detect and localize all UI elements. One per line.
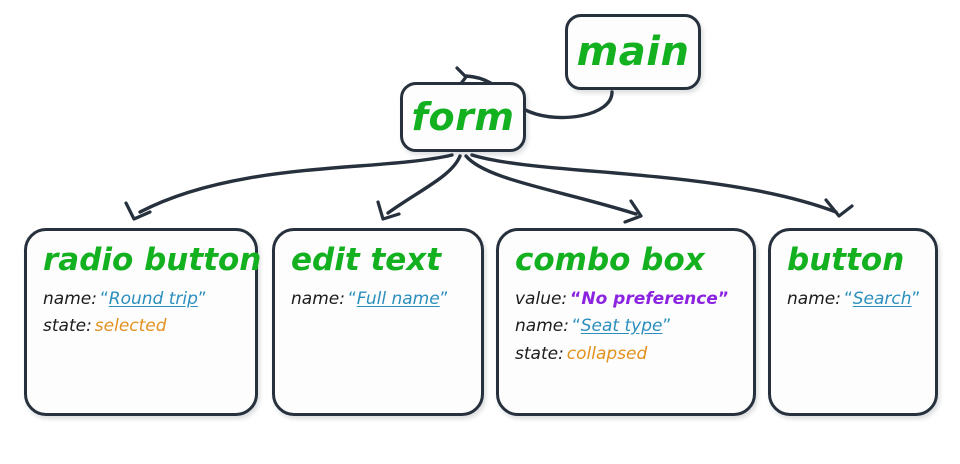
quote-open-glyph: “ xyxy=(570,288,582,309)
property-value-text: collapsed xyxy=(566,343,648,364)
property-value-text: Seat type xyxy=(580,316,663,337)
edge-form-to-edit-text xyxy=(376,154,462,221)
quote-close-glyph: ” xyxy=(197,288,207,309)
property-row: name:“Full name” xyxy=(291,286,465,314)
property-value-text: Search xyxy=(852,288,912,309)
node-title: combo box xyxy=(515,242,705,278)
property-key: state: xyxy=(43,316,92,337)
property-row: name:“Round trip” xyxy=(43,286,239,314)
edge-form-to-combo-box xyxy=(464,154,643,224)
node-main-label: main xyxy=(576,29,690,75)
property-value: “Full name” xyxy=(348,289,449,309)
property-row: value:“No preference” xyxy=(515,286,737,314)
property-key: state: xyxy=(515,343,564,364)
property-value: “Seat type” xyxy=(572,316,671,336)
node-title: edit text xyxy=(291,242,442,278)
node-form[interactable]: form xyxy=(400,82,526,152)
node-combo-box[interactable]: combo box value:“No preference”name:“Sea… xyxy=(496,228,756,416)
property-value: “Search” xyxy=(844,289,920,309)
edge-form-to-radio-button xyxy=(124,153,454,221)
node-properties: name:“Full name” xyxy=(291,286,465,314)
quote-open-glyph: “ xyxy=(571,316,581,337)
node-properties: name:“Search” xyxy=(787,286,920,314)
property-key: value: xyxy=(515,288,568,309)
property-key: name: xyxy=(43,288,97,309)
property-value: collapsed xyxy=(567,344,648,364)
quote-open-glyph: “ xyxy=(347,288,357,309)
property-value: “No preference” xyxy=(570,289,729,309)
property-key: name: xyxy=(787,288,841,309)
property-key: name: xyxy=(291,288,345,309)
property-value: “Round trip” xyxy=(100,289,207,309)
edge-form-to-button xyxy=(470,153,854,218)
quote-open-glyph: “ xyxy=(843,288,853,309)
property-value: selected xyxy=(95,316,167,336)
quote-close-glyph: ” xyxy=(911,288,921,309)
property-row: name:“Seat type” xyxy=(515,313,737,341)
node-title: radio button xyxy=(43,242,262,278)
quote-close-glyph: ” xyxy=(717,288,730,309)
node-properties: name:“Round trip”state:selected xyxy=(43,286,239,341)
node-main[interactable]: main xyxy=(565,14,701,90)
property-row: state:collapsed xyxy=(515,341,737,369)
node-radio-button[interactable]: radio button name:“Round trip”state:sele… xyxy=(24,228,262,416)
node-edit-text[interactable]: edit text name:“Full name” xyxy=(272,228,484,416)
property-value-text: selected xyxy=(94,316,167,337)
quote-close-glyph: ” xyxy=(439,288,449,309)
property-value-text: Round trip xyxy=(108,288,198,309)
property-value-text: Full name xyxy=(356,288,440,309)
quote-close-glyph: ” xyxy=(662,316,672,337)
quote-open-glyph: “ xyxy=(99,288,109,309)
property-key: name: xyxy=(515,316,569,337)
node-form-label: form xyxy=(411,95,515,139)
property-row: state:selected xyxy=(43,313,239,341)
property-row: name:“Search” xyxy=(787,286,920,314)
property-value-text: No preference xyxy=(581,288,718,309)
node-properties: value:“No preference”name:“Seat type”sta… xyxy=(515,286,737,369)
node-button[interactable]: button name:“Search” xyxy=(768,228,938,416)
node-title: button xyxy=(787,242,905,278)
